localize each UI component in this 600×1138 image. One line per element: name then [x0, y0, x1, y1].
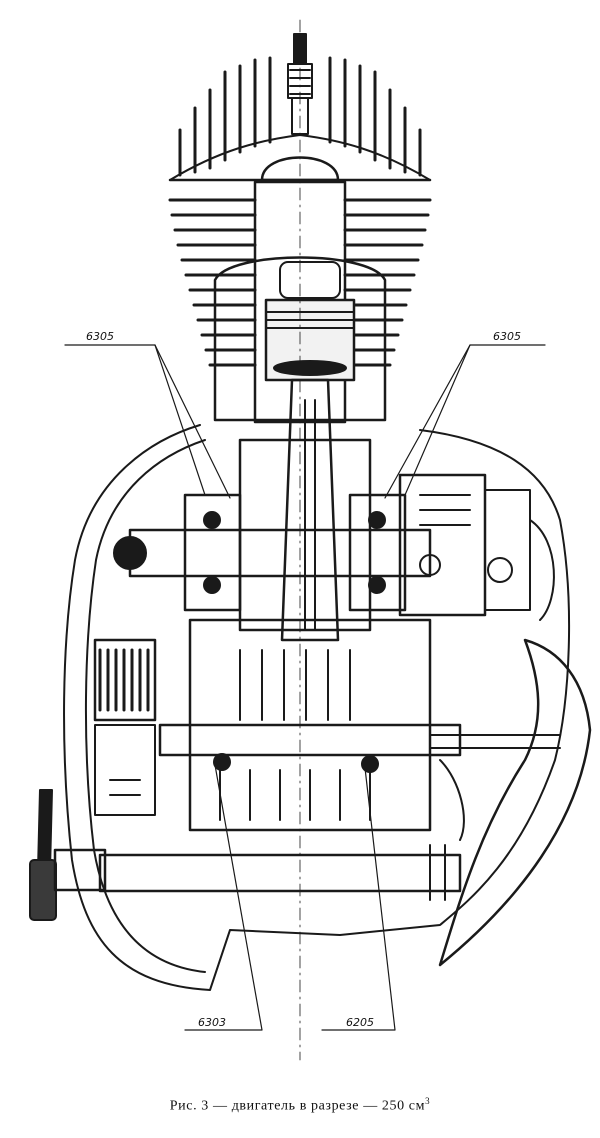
- barrel-fins-left: [168, 198, 257, 367]
- crankcase-housing: [63, 424, 571, 991]
- figure-caption-text: Рис. 3 — двигатель в разрезе — 250 см: [169, 1098, 426, 1114]
- piston: [264, 261, 356, 382]
- head-fins-right: [328, 56, 422, 177]
- output-shaft: [98, 844, 462, 901]
- main-bearing-right: [348, 493, 407, 612]
- cylinder-head: [168, 56, 432, 182]
- connecting-rod: [280, 378, 340, 642]
- side-cover-right: [429, 638, 592, 967]
- head-fins-left: [178, 56, 272, 177]
- caption-superscript: 3: [425, 1096, 431, 1106]
- figure-caption: Рис. 3 — двигатель в разрезе — 250 см3: [0, 1096, 600, 1115]
- main-bearing-left: [183, 493, 242, 612]
- bearing-label-bottom-left: 6303: [198, 1016, 226, 1029]
- bearing-label-top-left: 6305: [86, 330, 114, 343]
- barrel-fins-right: [343, 198, 432, 367]
- clutch: [93, 638, 157, 816]
- bearing-label-bottom-right: 6205: [346, 1016, 374, 1029]
- gearbox: [158, 618, 462, 832]
- kickstart-lever: [29, 789, 107, 921]
- ignition-assembly: [398, 473, 555, 621]
- bearing-label-top-right: 6305: [493, 330, 521, 343]
- leader-lines: [64, 344, 546, 1031]
- crankshaft: [113, 438, 432, 632]
- engine-cross-section-drawing: 6305 6305 6303 6205: [29, 19, 592, 1061]
